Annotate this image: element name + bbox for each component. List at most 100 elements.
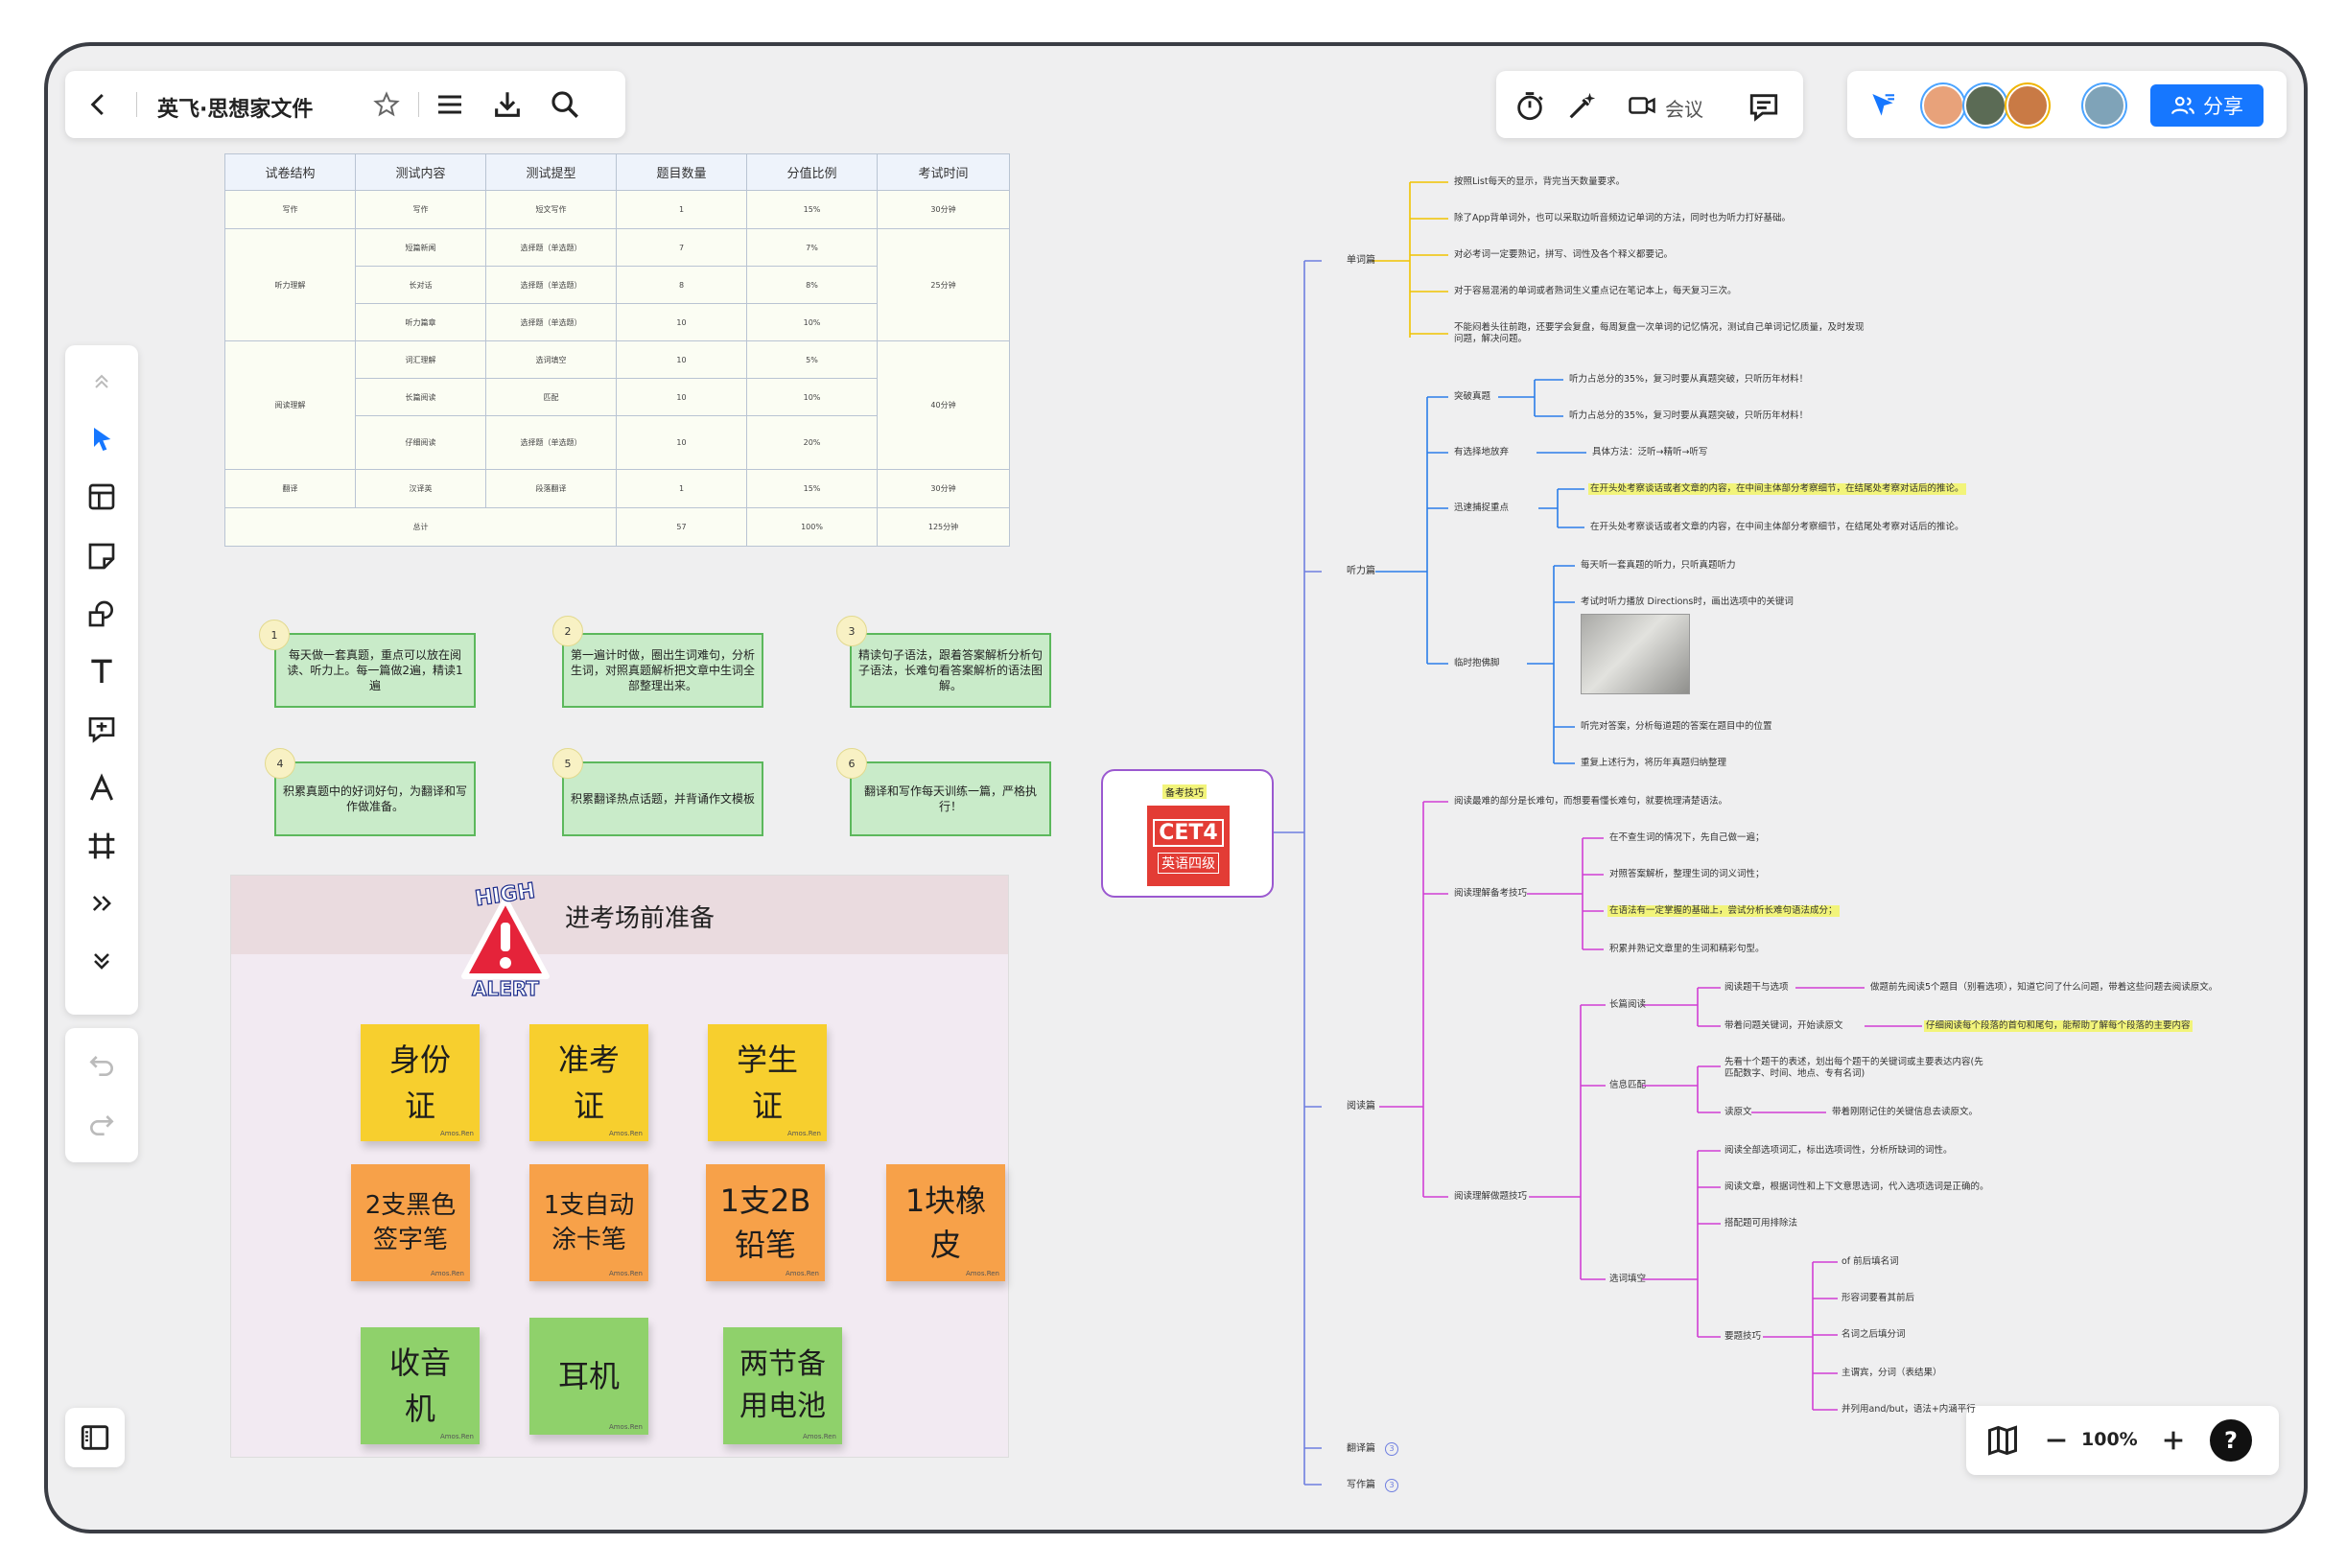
mindmap-node[interactable]: 每天听一套真题的听力，只听真题听力 (1581, 560, 1736, 571)
star-icon[interactable] (372, 90, 401, 119)
mindmap-node[interactable]: 突破真题 (1454, 391, 1491, 402)
mindmap-node[interactable]: 先看十个题干的表述，划出每个题干的关键词或主要表达内容(先匹配数字、时间、地点、… (1724, 1057, 1983, 1079)
mindmap-node[interactable]: 积累并熟记文章里的生词和精彩句型。 (1609, 944, 1765, 954)
template-icon[interactable] (86, 481, 117, 512)
mindmap-node[interactable]: 阅读题干与选项 (1724, 982, 1789, 993)
collapse-down-icon[interactable] (88, 948, 115, 974)
mindmap-node[interactable]: 阅读全部选项词汇，标出选项词性，分析所缺词的词性。 (1724, 1145, 1953, 1156)
avatar[interactable] (2006, 84, 2049, 127)
mindmap-node[interactable]: 听力占总分的35%，复习时要从真题突破，只听历年材料！ (1569, 374, 1809, 385)
high-alert-sticker[interactable]: HIGH ALERT (455, 878, 556, 1003)
pen-icon[interactable] (86, 773, 117, 804)
comment-icon[interactable] (1748, 90, 1780, 123)
text-tool-icon[interactable] (86, 656, 117, 687)
mindmap-node[interactable]: 名词之后填分词 (1842, 1329, 1906, 1340)
file-title[interactable]: 英飞·思想家文件 (157, 98, 314, 122)
share-button[interactable]: 分享 (2150, 84, 2264, 127)
mindmap-node[interactable]: 听力占总分的35%，复习时要从真题突破，只听历年材料！ (1569, 410, 1809, 421)
mindmap-node[interactable]: 阅读最难的部分是长难句，而想要看懂长难句，就要梳理清楚语法。 (1454, 796, 1728, 807)
mindmap-node[interactable]: 对于容易混淆的单词或者熟词生义重点记在笔记本上，每天复习三次。 (1454, 286, 1737, 296)
follow-cursor-icon[interactable] (1866, 90, 1899, 121)
avatar[interactable] (1922, 84, 1964, 127)
branch-listening[interactable]: 听力篇 (1347, 566, 1375, 576)
mindmap-node[interactable]: 考试时听力播放 Directions时，画出选项中的关键词 (1581, 597, 1794, 607)
collapsed-count-badge[interactable]: 3 (1385, 1442, 1398, 1456)
mindmap-node[interactable]: 在不查生词的情况下，先自己做一遍； (1609, 832, 1765, 843)
mindmap-node[interactable]: 在语法有一定掌握的基础上，尝试分析长难句语法成分； (1607, 905, 1840, 917)
zoom-in-icon[interactable] (2160, 1427, 2187, 1454)
task-note[interactable]: 积累翻译热点话题，并背诵作文模板 (562, 761, 763, 836)
undo-icon[interactable] (86, 1049, 117, 1080)
mindmap-node[interactable]: 具体方法：泛听→精听→听写 (1592, 447, 1708, 457)
mindmap-node[interactable]: 读原文 (1724, 1107, 1752, 1117)
mindmap-node[interactable]: 做题前先阅读5个题目（别看选项），知道它问了什么问题，带着这些问题去阅读原文。 (1870, 982, 2218, 993)
back-icon[interactable] (84, 90, 113, 119)
zoom-level[interactable]: 100% (2081, 1429, 2138, 1450)
timer-icon[interactable] (1513, 90, 1546, 123)
task-note[interactable]: 第一遍计时做，圈出生词难句，分析生词，对照真题解析把文章中生词全部整理出来。 (562, 633, 763, 708)
mindmap-node[interactable]: 长篇阅读 (1609, 999, 1647, 1010)
search-icon[interactable] (549, 88, 581, 121)
video-meeting-icon[interactable] (1625, 91, 1659, 120)
mindmap-node[interactable]: 阅读理解备考技巧 (1454, 888, 1528, 899)
mindmap-node[interactable]: 搭配题可用排除法 (1724, 1218, 1798, 1229)
task-note[interactable]: 精读句子语法，跟着答案解析分析句子语法，长难句看答案解析的语法图解。 (850, 633, 1051, 708)
mindmap-node[interactable]: 按照List每天的显示，背完当天数量要求。 (1454, 176, 1626, 187)
collapse-up-icon[interactable] (90, 370, 113, 393)
download-icon[interactable] (491, 88, 524, 121)
mindmap-node[interactable]: 对照答案解析，整理生词的词义词性； (1609, 869, 1765, 879)
redo-icon[interactable] (86, 1109, 117, 1139)
magic-wand-icon[interactable] (1565, 90, 1598, 123)
menu-icon[interactable] (434, 89, 466, 120)
avatar[interactable] (1964, 84, 2006, 127)
mindmap-root[interactable]: 备考技巧 CET4 英语四级 (1101, 769, 1274, 898)
shapes-icon[interactable] (86, 598, 117, 629)
meeting-label[interactable]: 会议 (1665, 98, 1703, 121)
mindmap-node[interactable]: 要题技巧 (1724, 1331, 1762, 1342)
mindmap-node[interactable]: 仔细阅读每个段落的首句和尾句，能帮助了解每个段落的主要内容 (1924, 1020, 2193, 1032)
mindmap-node[interactable]: 迅速捕捉重点 (1454, 503, 1510, 513)
mindmap-node[interactable]: 带着问题关键词，开始读原文 (1724, 1020, 1843, 1031)
task-note[interactable]: 每天做一套真题，重点可以放在阅读、听力上。每一篇做2遍，精读1遍 (274, 633, 476, 708)
zoom-out-icon[interactable] (2043, 1427, 2070, 1454)
more-tools-icon[interactable] (88, 890, 115, 917)
mindmap-node[interactable]: 听完对答案，分析每道题的答案在题目中的位置 (1581, 721, 1772, 732)
mindmap-node[interactable]: 在开头处考察谈话或者文章的内容，在中间主体部分考察细节，在结尾处考察对话后的推论… (1588, 483, 1966, 495)
mindmap-node[interactable]: 除了App背单词外，也可以采取边听音频边记单词的方法，同时也为听力打好基础。 (1454, 213, 1792, 223)
mindmap-node[interactable]: 并列用and/but，语法+内涵平行 (1842, 1404, 1976, 1415)
mindmap-node[interactable]: 选词填空 (1609, 1274, 1647, 1284)
mindmap-node[interactable]: 对必考词一定要熟记，拼写、词性及各个释义都要记。 (1454, 249, 1674, 260)
avatar[interactable] (2083, 84, 2125, 127)
mindmap-node[interactable]: of 前后填名词 (1842, 1256, 1899, 1267)
exam-paper-image[interactable] (1581, 614, 1690, 694)
task-note[interactable]: 积累真题中的好词好句，为翻译和写作做准备。 (274, 761, 476, 836)
mindmap-node[interactable]: 临时抱佛脚 (1454, 658, 1500, 668)
select-cursor-icon[interactable] (86, 424, 117, 455)
minimap-icon[interactable] (1985, 1423, 2020, 1458)
mindmap-node[interactable]: 有选择地放弃 (1454, 447, 1510, 457)
outline-toggle[interactable] (65, 1408, 125, 1467)
comment-add-icon[interactable] (86, 714, 117, 744)
mindmap-node[interactable]: 信息匹配 (1609, 1080, 1647, 1090)
mindmap-node[interactable]: 带着刚刚记住的关键信息去读原文。 (1832, 1107, 1979, 1117)
branch-reading[interactable]: 阅读篇 (1347, 1101, 1375, 1112)
collapsed-count-badge[interactable]: 3 (1385, 1479, 1398, 1492)
mindmap-node[interactable]: 在开头处考察谈话或者文章的内容，在中间主体部分考察细节，在结尾处考察对话后的推论… (1590, 522, 1964, 532)
frame-icon[interactable] (86, 831, 117, 861)
mindmap-node[interactable]: 形容词要看其前后 (1842, 1293, 1915, 1303)
mindmap-node[interactable]: 不能闷着头往前跑，还要学会复盘，每周复盘一次单词的记忆情况，测试自己单词记忆质量… (1454, 322, 1865, 344)
mindmap-node[interactable]: 重复上述行为，将历年真题归纳整理 (1581, 758, 1727, 768)
sticky-note-icon[interactable] (86, 541, 117, 572)
mindmap-node[interactable]: 阅读理解做题技巧 (1454, 1191, 1528, 1202)
